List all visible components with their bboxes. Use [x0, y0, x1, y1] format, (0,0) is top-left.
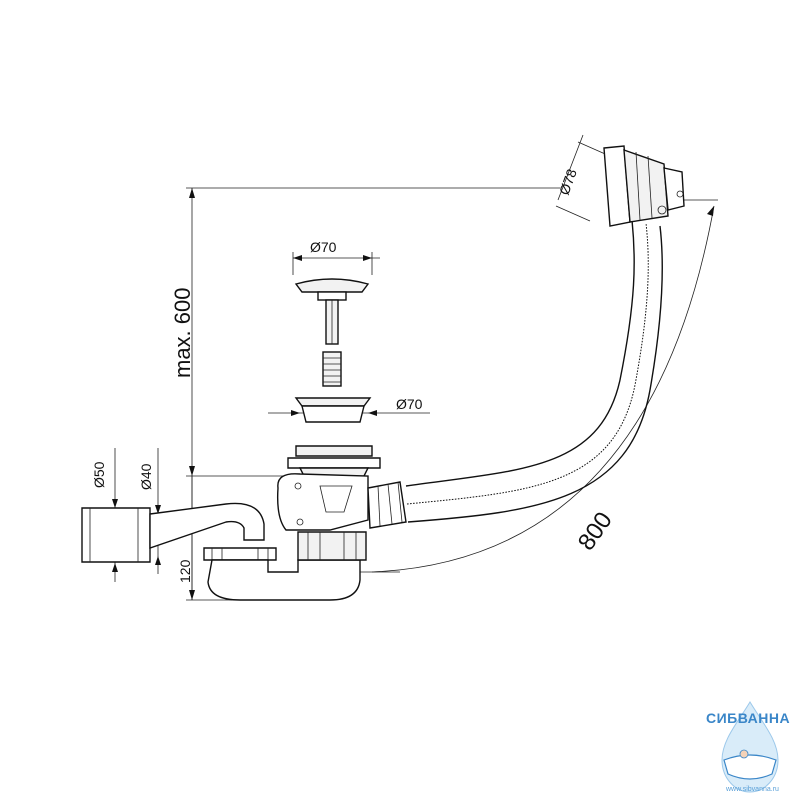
hose-connector	[367, 481, 407, 529]
plug-diameter-label: Ø70	[310, 239, 337, 255]
brand-logo: СИБВАННА www.sibvanna.ru	[700, 700, 800, 800]
overflow-hose	[405, 219, 663, 523]
drain-body	[276, 473, 369, 531]
plug-cap	[294, 278, 370, 345]
drain-strainer	[294, 397, 372, 423]
logo-url-text: www.sibvanna.ru	[726, 786, 779, 793]
dimension-lines	[112, 134, 718, 601]
strainer-diameter-label: Ø70	[396, 396, 423, 412]
logo-brand-text: СИБВАННА	[706, 710, 791, 726]
trap-height-label: 120	[177, 559, 193, 583]
plug-spring	[322, 351, 342, 387]
outlet-pipe	[81, 502, 265, 563]
hose-length-label: 800	[573, 507, 618, 555]
max-height-label: max. 600	[170, 288, 195, 379]
outlet-inner-label: Ø40	[138, 463, 154, 490]
overflow-head	[603, 145, 685, 227]
water-drop-icon	[721, 701, 779, 793]
trap-bowl	[203, 531, 367, 601]
overflow-diameter-label: Ø78	[556, 166, 580, 197]
outlet-outer-label: Ø50	[91, 461, 107, 488]
